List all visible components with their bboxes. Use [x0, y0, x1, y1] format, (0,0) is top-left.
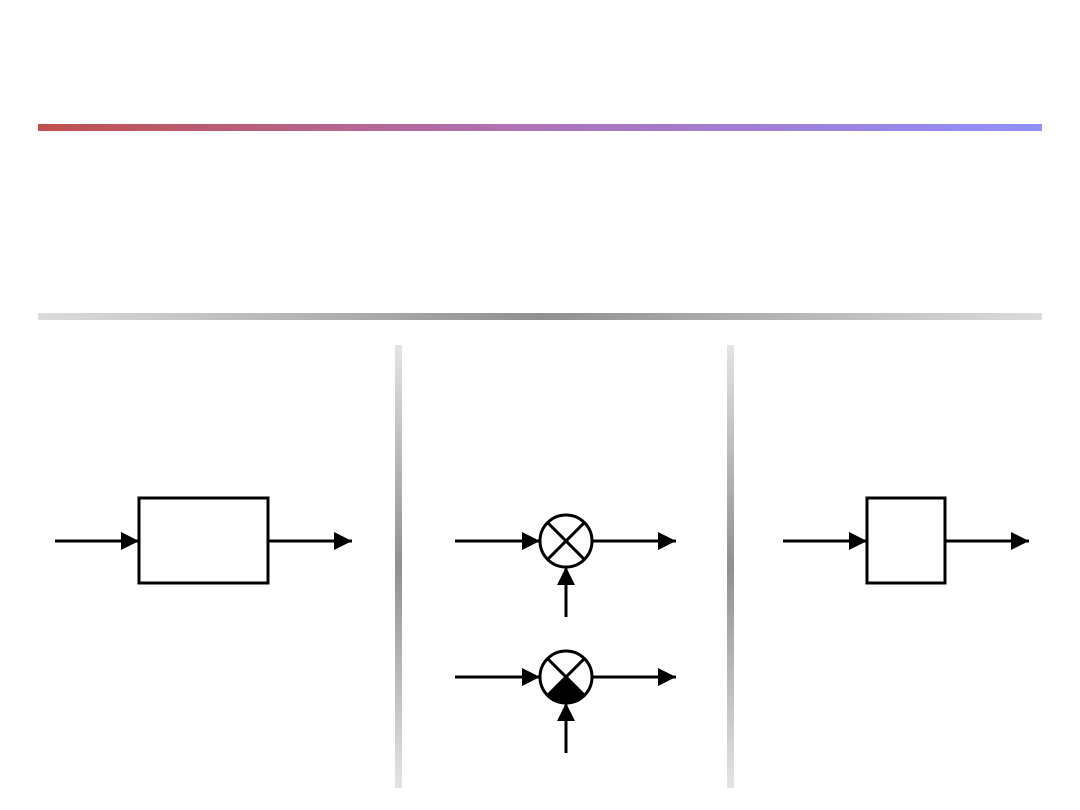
- column-divider-left: [395, 345, 402, 788]
- multiplier-icon: [455, 513, 676, 617]
- section-divider-rule: [38, 313, 1042, 320]
- block-rect: [137, 496, 270, 585]
- block-small-icon: [783, 496, 1029, 585]
- top-gradient-rule: [38, 124, 1042, 131]
- column-divider-right: [727, 345, 734, 788]
- block-large-icon: [55, 496, 352, 585]
- filled-sector: [547, 677, 585, 704]
- block-rect: [865, 496, 947, 585]
- multiplier-half-filled-icon: [455, 649, 676, 753]
